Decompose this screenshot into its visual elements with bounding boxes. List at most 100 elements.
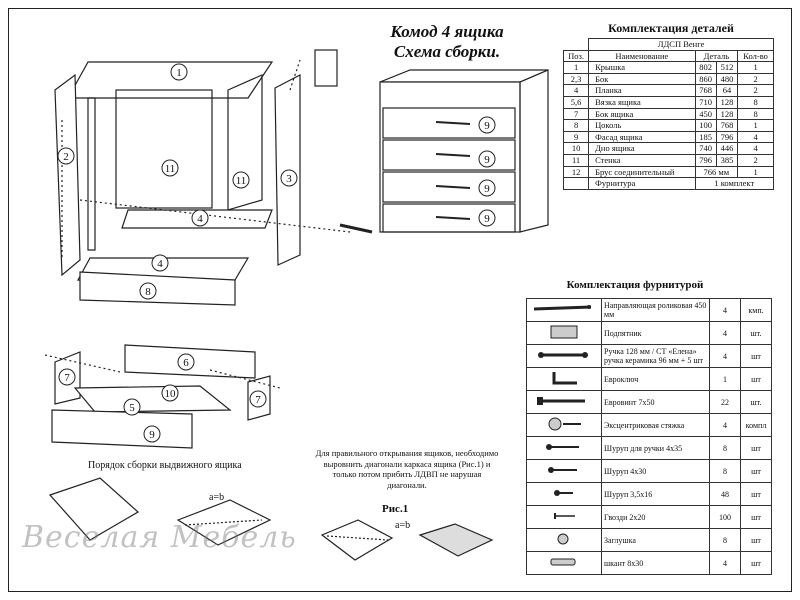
back-panel-upper <box>115 89 213 209</box>
part-name: Крышка <box>588 61 696 74</box>
part-length: 450 <box>694 107 717 121</box>
part-name: Вязка ящика <box>588 95 696 109</box>
carcass-exploded-view <box>54 49 373 306</box>
fitting-qty: 4 <box>709 413 741 437</box>
part-width: 796 <box>715 130 739 144</box>
fitting-name: Шуруп 3,5х16 <box>601 482 710 506</box>
sketch-drawer-2 <box>176 499 272 546</box>
fitting-unit: шт <box>740 528 772 552</box>
part-size: 1 комплект <box>694 177 774 190</box>
part-name: Брус соединительный <box>588 165 696 179</box>
part-pos: 1 <box>562 61 590 74</box>
part-size: 766 мм <box>694 165 739 179</box>
callout-text: 2 <box>63 151 69 163</box>
callout-text: 1 <box>176 67 182 79</box>
left-side-edge <box>87 97 96 251</box>
col-header: Поз. <box>562 49 590 63</box>
part-name: Бок <box>588 72 696 86</box>
part-qty: 4 <box>737 130 774 144</box>
assembled-dresser <box>379 69 549 233</box>
callout-3 <box>280 169 298 187</box>
callout-4a <box>191 209 209 227</box>
fitting-qty: 4 <box>709 344 741 368</box>
callout-text: 6 <box>183 357 189 369</box>
callout-text: 11 <box>165 163 176 175</box>
drawer-front-3 <box>382 171 516 203</box>
fitting-name: Гвозди 2х20 <box>601 505 710 529</box>
callout-9c <box>478 179 496 197</box>
part-qty: 1 <box>737 119 774 132</box>
part-length: 710 <box>694 95 717 109</box>
fitting-qty: 48 <box>709 482 741 506</box>
part-length: 796 <box>694 153 717 167</box>
callouts <box>57 63 496 443</box>
diagonal-equation-sketch: a=b <box>209 492 225 503</box>
fitting-unit: шт <box>740 436 772 460</box>
part-name: Планка <box>588 84 696 97</box>
part-width: 446 <box>715 142 739 155</box>
part-pos: 8 <box>562 119 590 132</box>
part-qty: 8 <box>737 95 774 109</box>
fitting-unit: кмп. <box>740 298 772 322</box>
fitting-name: Евроключ <box>601 367 710 391</box>
part-pos: 4 <box>562 84 590 97</box>
fig1-frame <box>320 519 394 561</box>
callout-2 <box>57 147 75 165</box>
part-width: 385 <box>715 153 739 167</box>
fig1-panel <box>418 523 494 557</box>
drawer-diagonal-sketches <box>48 477 494 561</box>
fitting-qty: 100 <box>709 505 741 529</box>
fitting-unit: шт <box>740 482 772 506</box>
callout-9b <box>478 150 496 168</box>
title-line-1: Комод 4 ящика <box>390 22 504 41</box>
callout-11b <box>232 171 250 189</box>
fitting-qty: 4 <box>709 551 741 575</box>
callout-text: 4 <box>197 213 203 225</box>
fitting-name: Эксцентриковая стяжка <box>601 413 710 437</box>
top-panel <box>66 61 274 99</box>
handle-screw-icon <box>526 436 602 460</box>
part-qty: 4 <box>737 142 774 155</box>
fitting-unit: шт. <box>740 390 772 414</box>
fitting-unit: шт <box>740 367 772 391</box>
drawer-front-2 <box>382 139 516 171</box>
part-length: 802 <box>694 61 717 74</box>
callout-text: 9 <box>484 120 490 132</box>
callout-text: 7 <box>64 372 70 384</box>
part-pos: 10 <box>562 142 590 155</box>
euroscrew-icon <box>526 390 602 414</box>
part-name: Фасад ящика <box>588 130 696 144</box>
part-qty: 2 <box>737 84 774 97</box>
part-name: Стенка <box>588 153 696 167</box>
callout-4b <box>151 254 169 272</box>
callout-labels: 1 2 3 4 4 8 11 11 9 9 9 9 6 7 7 10 5 9 <box>63 67 490 441</box>
part-width: 64 <box>715 84 739 97</box>
part-qty: 2 <box>737 72 774 86</box>
fitting-qty: 8 <box>709 436 741 460</box>
fitting-qty: 4 <box>709 321 741 345</box>
fitting-unit: шт <box>740 344 772 368</box>
screw-icon <box>526 459 602 483</box>
back-panel-right <box>227 74 263 211</box>
fitting-qty: 8 <box>709 528 741 552</box>
part-length: 740 <box>694 142 717 155</box>
part-length: 768 <box>694 84 717 97</box>
fittings-row: Ручка 128 мм / СТ «Елена» ручка керамика… <box>526 344 772 368</box>
fitting-qty: 8 <box>709 459 741 483</box>
eccentric-icon <box>526 413 602 437</box>
callout-9d <box>478 209 496 227</box>
small-screw-icon <box>526 482 602 506</box>
